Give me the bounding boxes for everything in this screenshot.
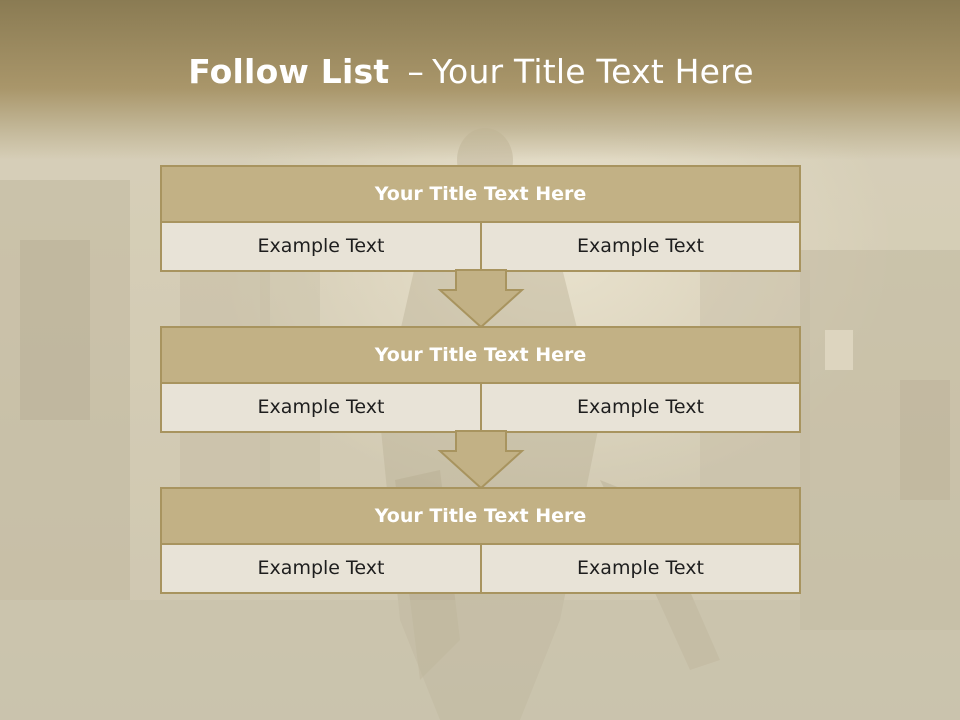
block-right-cell: Example Text: [480, 543, 801, 594]
slide-title-separator: –: [407, 52, 425, 91]
title-band: [0, 0, 960, 160]
down-arrow-icon: [437, 269, 525, 329]
block-title: Your Title Text Here: [160, 326, 801, 384]
list-block-2: Your Title Text Here Example Text Exampl…: [160, 326, 801, 433]
block-right-cell: Example Text: [480, 382, 801, 433]
block-right-cell: Example Text: [480, 221, 801, 272]
block-left-cell: Example Text: [160, 543, 482, 594]
list-block-3: Your Title Text Here Example Text Exampl…: [160, 487, 801, 594]
block-left-cell: Example Text: [160, 221, 482, 272]
slide-title-bold: Follow List: [188, 52, 390, 91]
slide-title-rest: Your Title Text Here: [432, 52, 754, 91]
block-title: Your Title Text Here: [160, 165, 801, 223]
block-left-cell: Example Text: [160, 382, 482, 433]
list-block-1: Your Title Text Here Example Text Exampl…: [160, 165, 801, 272]
down-arrow-icon: [437, 430, 525, 490]
slide-title: Follow List–Your Title Text Here: [0, 52, 942, 91]
block-title: Your Title Text Here: [160, 487, 801, 545]
